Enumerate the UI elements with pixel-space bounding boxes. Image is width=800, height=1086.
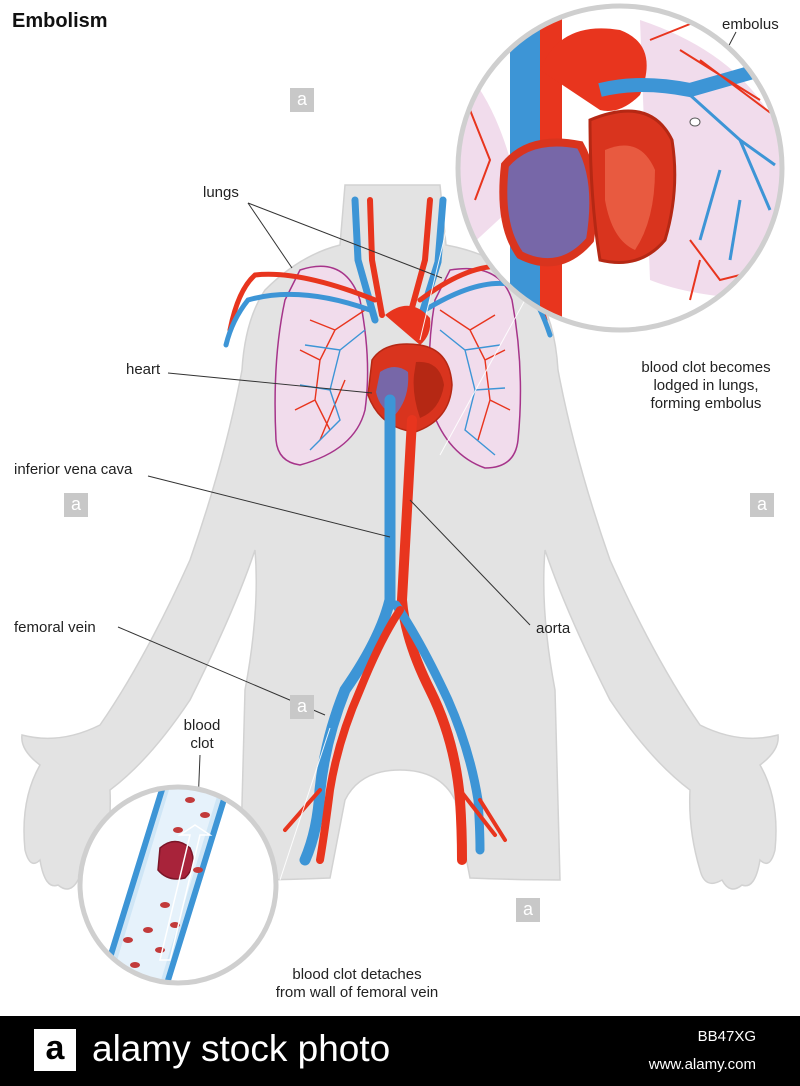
label-femoral-vein: femoral vein	[14, 619, 96, 636]
trunk-vessels	[283, 394, 507, 866]
label-clot-lodged-line-3: forming embolus	[650, 395, 762, 412]
label-blood-clot-line-1: blood	[183, 717, 221, 734]
watermark-box: a	[750, 493, 774, 517]
label-lungs: lungs	[203, 184, 239, 201]
zoom-circle-heart	[458, 6, 782, 330]
label-blood-clot-line-2: clot	[190, 735, 214, 752]
zoom-circle-heart-border	[455, 3, 785, 333]
body-silhouette	[21, 184, 779, 890]
label-embolus: embolus	[722, 16, 779, 33]
diagram-title: Embolism	[12, 10, 108, 32]
label-clot-lodged: blood clot becomes lodged in lungs, form…	[612, 359, 800, 413]
label-clot-lodged-line-1: blood clot becomes	[641, 359, 771, 376]
illustration	[21, 3, 785, 986]
watermark-box: a	[64, 493, 88, 517]
footer-url: www.alamy.com	[648, 1056, 756, 1073]
label-inferior-vena-cava: inferior vena cava	[14, 461, 133, 478]
label-clot-lodged-line-2: lodged in lungs,	[653, 377, 759, 394]
footer-brand: alamy stock photo	[92, 1028, 391, 1069]
label-aorta: aorta	[536, 620, 571, 637]
callout-light-lines	[279, 159, 526, 881]
label-heart: heart	[126, 361, 161, 378]
label-clot-detaches-line-2: from wall of femoral vein	[275, 984, 439, 1001]
footer-image-id: BB47XG	[697, 1028, 756, 1045]
stock-footer: a alamy stock photo BB47XG www.alamy.com	[0, 1016, 800, 1086]
label-clot-detaches: blood clot detaches from wall of femoral…	[252, 966, 462, 1002]
zoom-circle-vein	[80, 787, 276, 983]
watermark-box: a	[290, 695, 314, 719]
label-blood-clot: blood clot	[172, 717, 232, 753]
watermark-box: a	[516, 898, 540, 922]
alamy-logo-icon: a	[34, 1029, 76, 1071]
watermark-box: a	[290, 88, 314, 112]
label-clot-detaches-line-1: blood clot detaches	[292, 966, 422, 983]
zoom-circle-vein-border	[77, 784, 279, 986]
